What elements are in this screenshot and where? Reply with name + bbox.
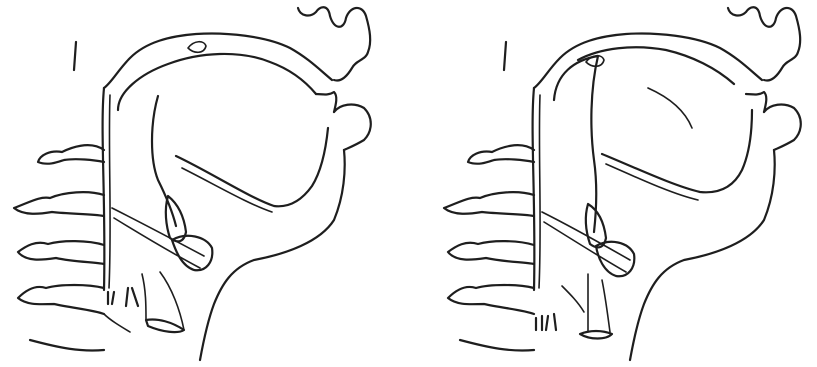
vertebra-1	[468, 145, 534, 164]
jaw-line	[200, 150, 345, 360]
vertebra-1	[38, 145, 104, 164]
nose	[298, 7, 370, 80]
sagittal-tracing-right	[430, 0, 817, 367]
tongue-dorsum	[152, 96, 176, 226]
vocal-tract-line-1	[112, 208, 204, 256]
hard-palate	[578, 47, 734, 84]
arytenoid-marks	[108, 288, 138, 306]
lower-lip	[334, 105, 371, 150]
tongue-surface-inner	[182, 168, 272, 212]
sagittal-tracing-left	[0, 0, 400, 367]
jaw-line	[630, 150, 775, 360]
tongue-surface	[602, 110, 752, 192]
trachea-line	[562, 286, 584, 312]
lower-lip	[764, 105, 801, 150]
pharyngeal-wall	[74, 42, 104, 290]
neck-back	[30, 340, 104, 351]
vertebra-2	[444, 192, 534, 216]
vertebra-4	[18, 285, 104, 314]
vertebra-3	[448, 241, 534, 264]
tongue-surface	[176, 128, 328, 206]
hard-palate	[118, 54, 316, 110]
nose	[728, 7, 800, 80]
upper-lip	[746, 92, 766, 112]
neck-back	[460, 340, 534, 351]
larynx-wall	[588, 274, 610, 332]
pharyngeal-wall-inner	[539, 95, 540, 288]
pharyngeal-wall	[504, 42, 534, 290]
vertebra-4	[448, 285, 534, 314]
trachea-line	[104, 314, 130, 332]
vertebra-2	[14, 192, 104, 216]
vocal-tract-line-2	[544, 222, 626, 272]
velum	[188, 42, 206, 53]
thyroid-cartilage	[580, 331, 612, 339]
tongue-body-curve	[648, 88, 692, 128]
upper-lip	[316, 92, 336, 112]
arytenoid-marks	[536, 314, 556, 330]
pharyngeal-wall-inner	[109, 95, 110, 288]
vertebra-3	[18, 241, 104, 264]
vocal-tract-line-2	[114, 218, 200, 268]
tongue-surface-inner	[606, 164, 698, 200]
thyroid-cartilage	[146, 319, 184, 332]
